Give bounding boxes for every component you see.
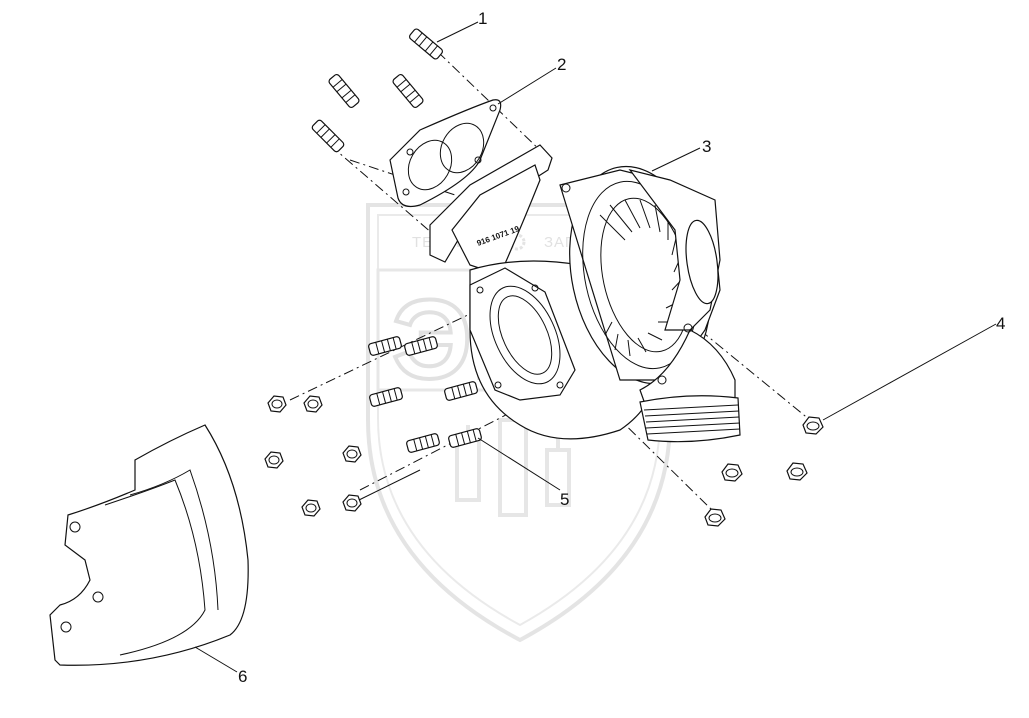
stud — [368, 336, 402, 356]
nut — [342, 445, 362, 463]
stud — [369, 387, 403, 407]
stud — [448, 428, 482, 448]
nut — [704, 508, 726, 527]
stud — [392, 73, 424, 109]
leader-lines — [194, 21, 997, 673]
studs — [311, 28, 482, 453]
gasket — [389, 99, 502, 208]
nut — [786, 462, 808, 481]
callout-3: 3 — [702, 137, 711, 156]
nut — [342, 494, 362, 512]
outlet-ribs — [639, 395, 741, 443]
nut — [303, 395, 323, 413]
callout-2: 2 — [557, 55, 566, 74]
callout-1: 1 — [478, 9, 487, 28]
stud — [408, 28, 444, 60]
nut — [267, 395, 287, 413]
turbocharger: 916 1071 19 — [429, 144, 741, 443]
callout-4: 4 — [996, 314, 1005, 333]
nut — [264, 451, 284, 469]
nut — [802, 416, 824, 435]
callout-5: 5 — [560, 490, 569, 509]
stud — [444, 381, 478, 401]
stud — [311, 119, 345, 153]
callout-6: 6 — [238, 667, 247, 686]
stud — [328, 73, 360, 109]
nuts — [264, 395, 824, 527]
nut — [721, 463, 743, 482]
nut — [301, 499, 321, 517]
heat-shield — [49, 424, 249, 666]
stud — [404, 336, 438, 356]
stud — [406, 433, 440, 453]
callouts: 1 2 3 4 5 6 — [238, 9, 1005, 686]
